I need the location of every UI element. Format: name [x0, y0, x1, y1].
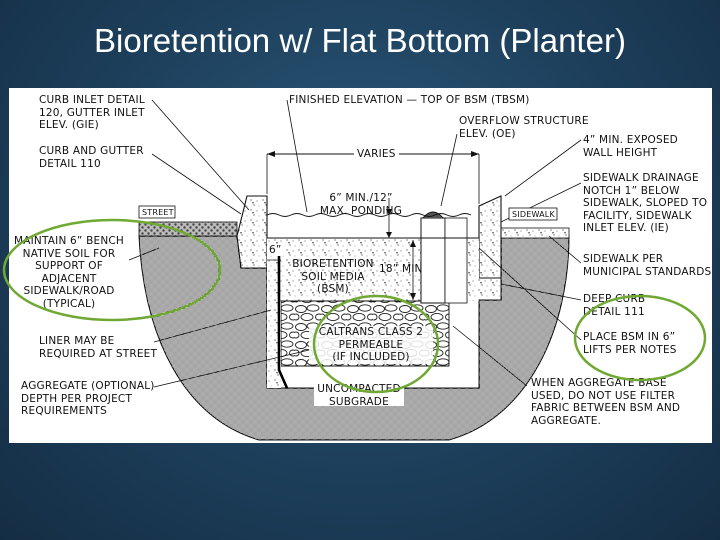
bsm-min-depth-label: 18” MIN — [379, 263, 423, 275]
caltrans-label: CALTRANS CLASS 2 PERMEABLE (IF INCLUDED) — [309, 326, 433, 364]
sidewalk-notch-label: SIDEWALK DRAINAGE NOTCH 1” BELOW SIDEWAL… — [583, 172, 708, 234]
place-bsm-label: PLACE BSM IN 6” LIFTS PER NOTES — [583, 331, 677, 356]
when-aggregate-label: WHEN AGGREGATE BASE USED, DO NOT USE FIL… — [531, 377, 681, 427]
deep-curb-label: DEEP CURB DETAIL 111 — [583, 293, 646, 318]
min-wall-height-label: 4” MIN. EXPOSED WALL HEIGHT — [583, 134, 678, 159]
varies-dimension-label: VARIES — [354, 148, 399, 161]
aggregate-label: AGGREGATE (OPTIONAL) DEPTH PER PROJECT R… — [21, 380, 155, 417]
curb-gutter-label: CURB AND GUTTER DETAIL 110 — [39, 145, 144, 170]
finished-elevation-label: FINISHED ELEVATION — TOP OF BSM (TBSM) — [289, 94, 530, 106]
uncompacted-subgrade-label: UNCOMPACTED SUBGRADE — [317, 383, 401, 408]
bench-dimension-label: 6” — [269, 244, 282, 256]
detail-drawing: CURB INLET DETAIL 120, GUTTER INLET ELEV… — [9, 88, 712, 443]
bsm-label: BIORETENTION SOIL MEDIA (BSM) — [292, 258, 374, 295]
liner-label: LINER MAY BE REQUIRED AT STREET — [39, 335, 158, 360]
curb-inlet-label: CURB INLET DETAIL 120, GUTTER INLET ELEV… — [39, 94, 145, 131]
sidewalk-per-label: SIDEWALK PER MUNICIPAL STANDARDS — [583, 253, 712, 278]
sidewalk-tag: SIDEWALK — [512, 210, 555, 219]
ponding-label: 6” MIN./12” MAX. PONDING — [319, 192, 403, 217]
maintain-bench-label: MAINTAIN 6” BENCH NATIVE SOIL FOR SUPPOR… — [13, 235, 125, 310]
street-tag: STREET — [142, 208, 174, 217]
overflow-structure-label: OVERFLOW STRUCTURE ELEV. (OE) — [459, 115, 589, 140]
slide-title: Bioretention w/ Flat Bottom (Planter) — [94, 22, 626, 59]
